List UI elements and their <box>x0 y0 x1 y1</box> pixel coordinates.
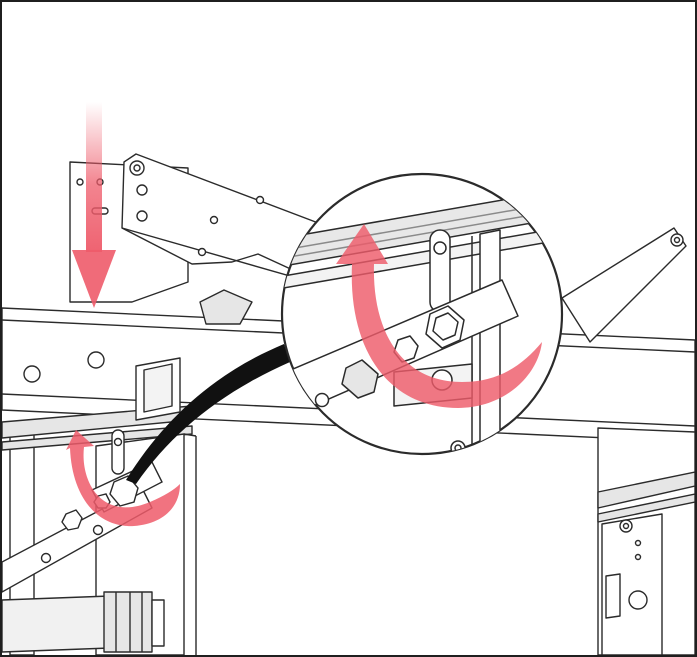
arm-bolt-small <box>255 195 265 205</box>
callout-connector <box>126 344 290 484</box>
lens-top-rail <box>282 187 562 269</box>
rotate-counterclockwise-icon <box>66 430 180 527</box>
cam-slot <box>111 429 125 475</box>
beam-hole <box>87 351 105 369</box>
right-slot <box>605 573 621 619</box>
beam-hole <box>23 365 41 383</box>
left-bracket-inner <box>143 363 173 413</box>
arm-hole <box>40 552 52 564</box>
right-bolt <box>622 522 630 530</box>
lens-rail-groove <box>282 207 562 261</box>
arm-hex-nut <box>61 509 83 531</box>
lens-panel <box>479 229 501 454</box>
arm-bolt <box>136 184 148 196</box>
right-arm-pivot-inner <box>673 236 681 244</box>
upper-arm <box>121 153 343 289</box>
lens-slot-pin <box>433 241 447 255</box>
right-small-hole <box>634 553 642 561</box>
bolt-icon <box>425 305 465 349</box>
hinge-block <box>199 289 253 325</box>
plate-hole <box>76 178 84 186</box>
arm-bolt-small <box>197 247 207 257</box>
lens-hex-inner <box>432 312 459 341</box>
arm-bolt <box>136 210 148 222</box>
lens-lever-hole <box>314 392 330 408</box>
right-arm <box>561 227 687 343</box>
right-small-hole <box>634 539 642 547</box>
lens-nut-bottom <box>341 359 379 399</box>
rotate-counterclockwise-icon <box>336 224 542 408</box>
cam-hex-nut <box>109 475 139 507</box>
left-rail-lower <box>2 425 193 451</box>
background-frame <box>2 153 695 655</box>
right-rail-lower <box>597 493 695 523</box>
plate-edge <box>183 433 197 437</box>
down-arrow-icon <box>72 102 116 308</box>
right-rail <box>597 471 695 509</box>
pipe <box>2 595 111 653</box>
pipe-collar <box>103 591 153 653</box>
pipe-flange <box>151 599 165 647</box>
arm-bolt-small <box>209 215 219 225</box>
arm-pivot-inner <box>133 164 141 172</box>
right-bracket <box>601 513 663 655</box>
right-hole <box>628 590 648 610</box>
cam-slot-pin <box>113 437 123 447</box>
arm-hole <box>92 524 104 536</box>
